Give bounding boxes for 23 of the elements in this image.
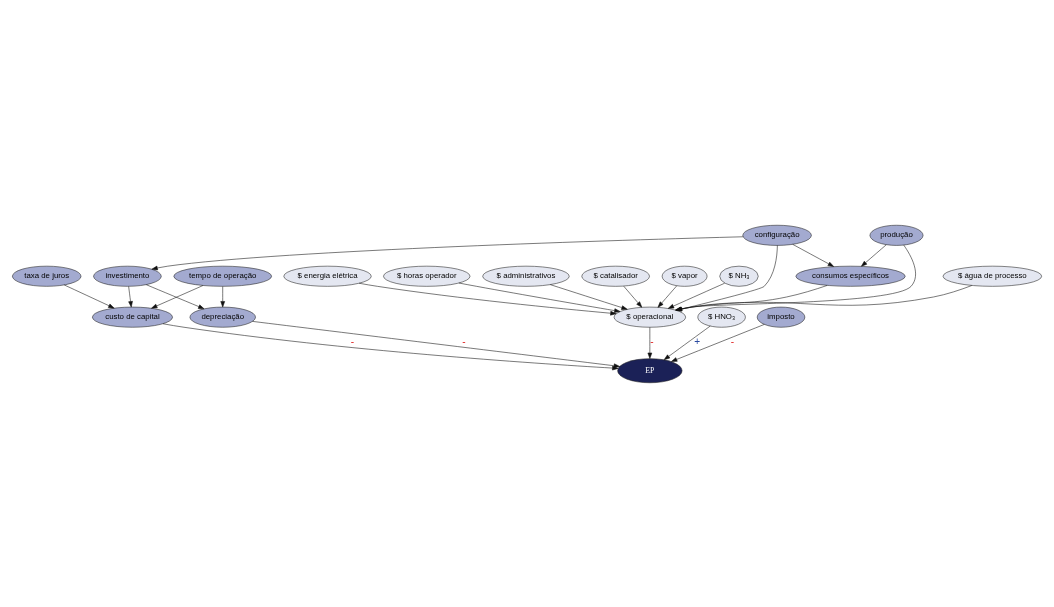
arrow	[252, 320, 620, 368]
arrow	[623, 285, 643, 308]
edge-label: -	[730, 335, 735, 347]
arrow	[861, 243, 887, 267]
arrow	[220, 285, 225, 307]
arrow	[657, 285, 677, 308]
arrow	[663, 325, 711, 360]
edge-label: +	[694, 335, 701, 347]
arrow	[671, 323, 765, 362]
arrow	[145, 283, 205, 309]
edge-label: -	[650, 335, 654, 347]
arrow	[358, 282, 617, 315]
arrow	[647, 326, 653, 359]
edge-label: -	[350, 335, 355, 347]
arrow	[458, 282, 621, 313]
arrow	[550, 283, 628, 310]
arrow	[151, 284, 204, 308]
arrow	[162, 322, 619, 370]
arrow	[151, 236, 744, 270]
arrow	[128, 285, 133, 307]
arrow	[792, 243, 834, 267]
edge-label: -	[462, 335, 466, 347]
arrow	[64, 284, 115, 308]
